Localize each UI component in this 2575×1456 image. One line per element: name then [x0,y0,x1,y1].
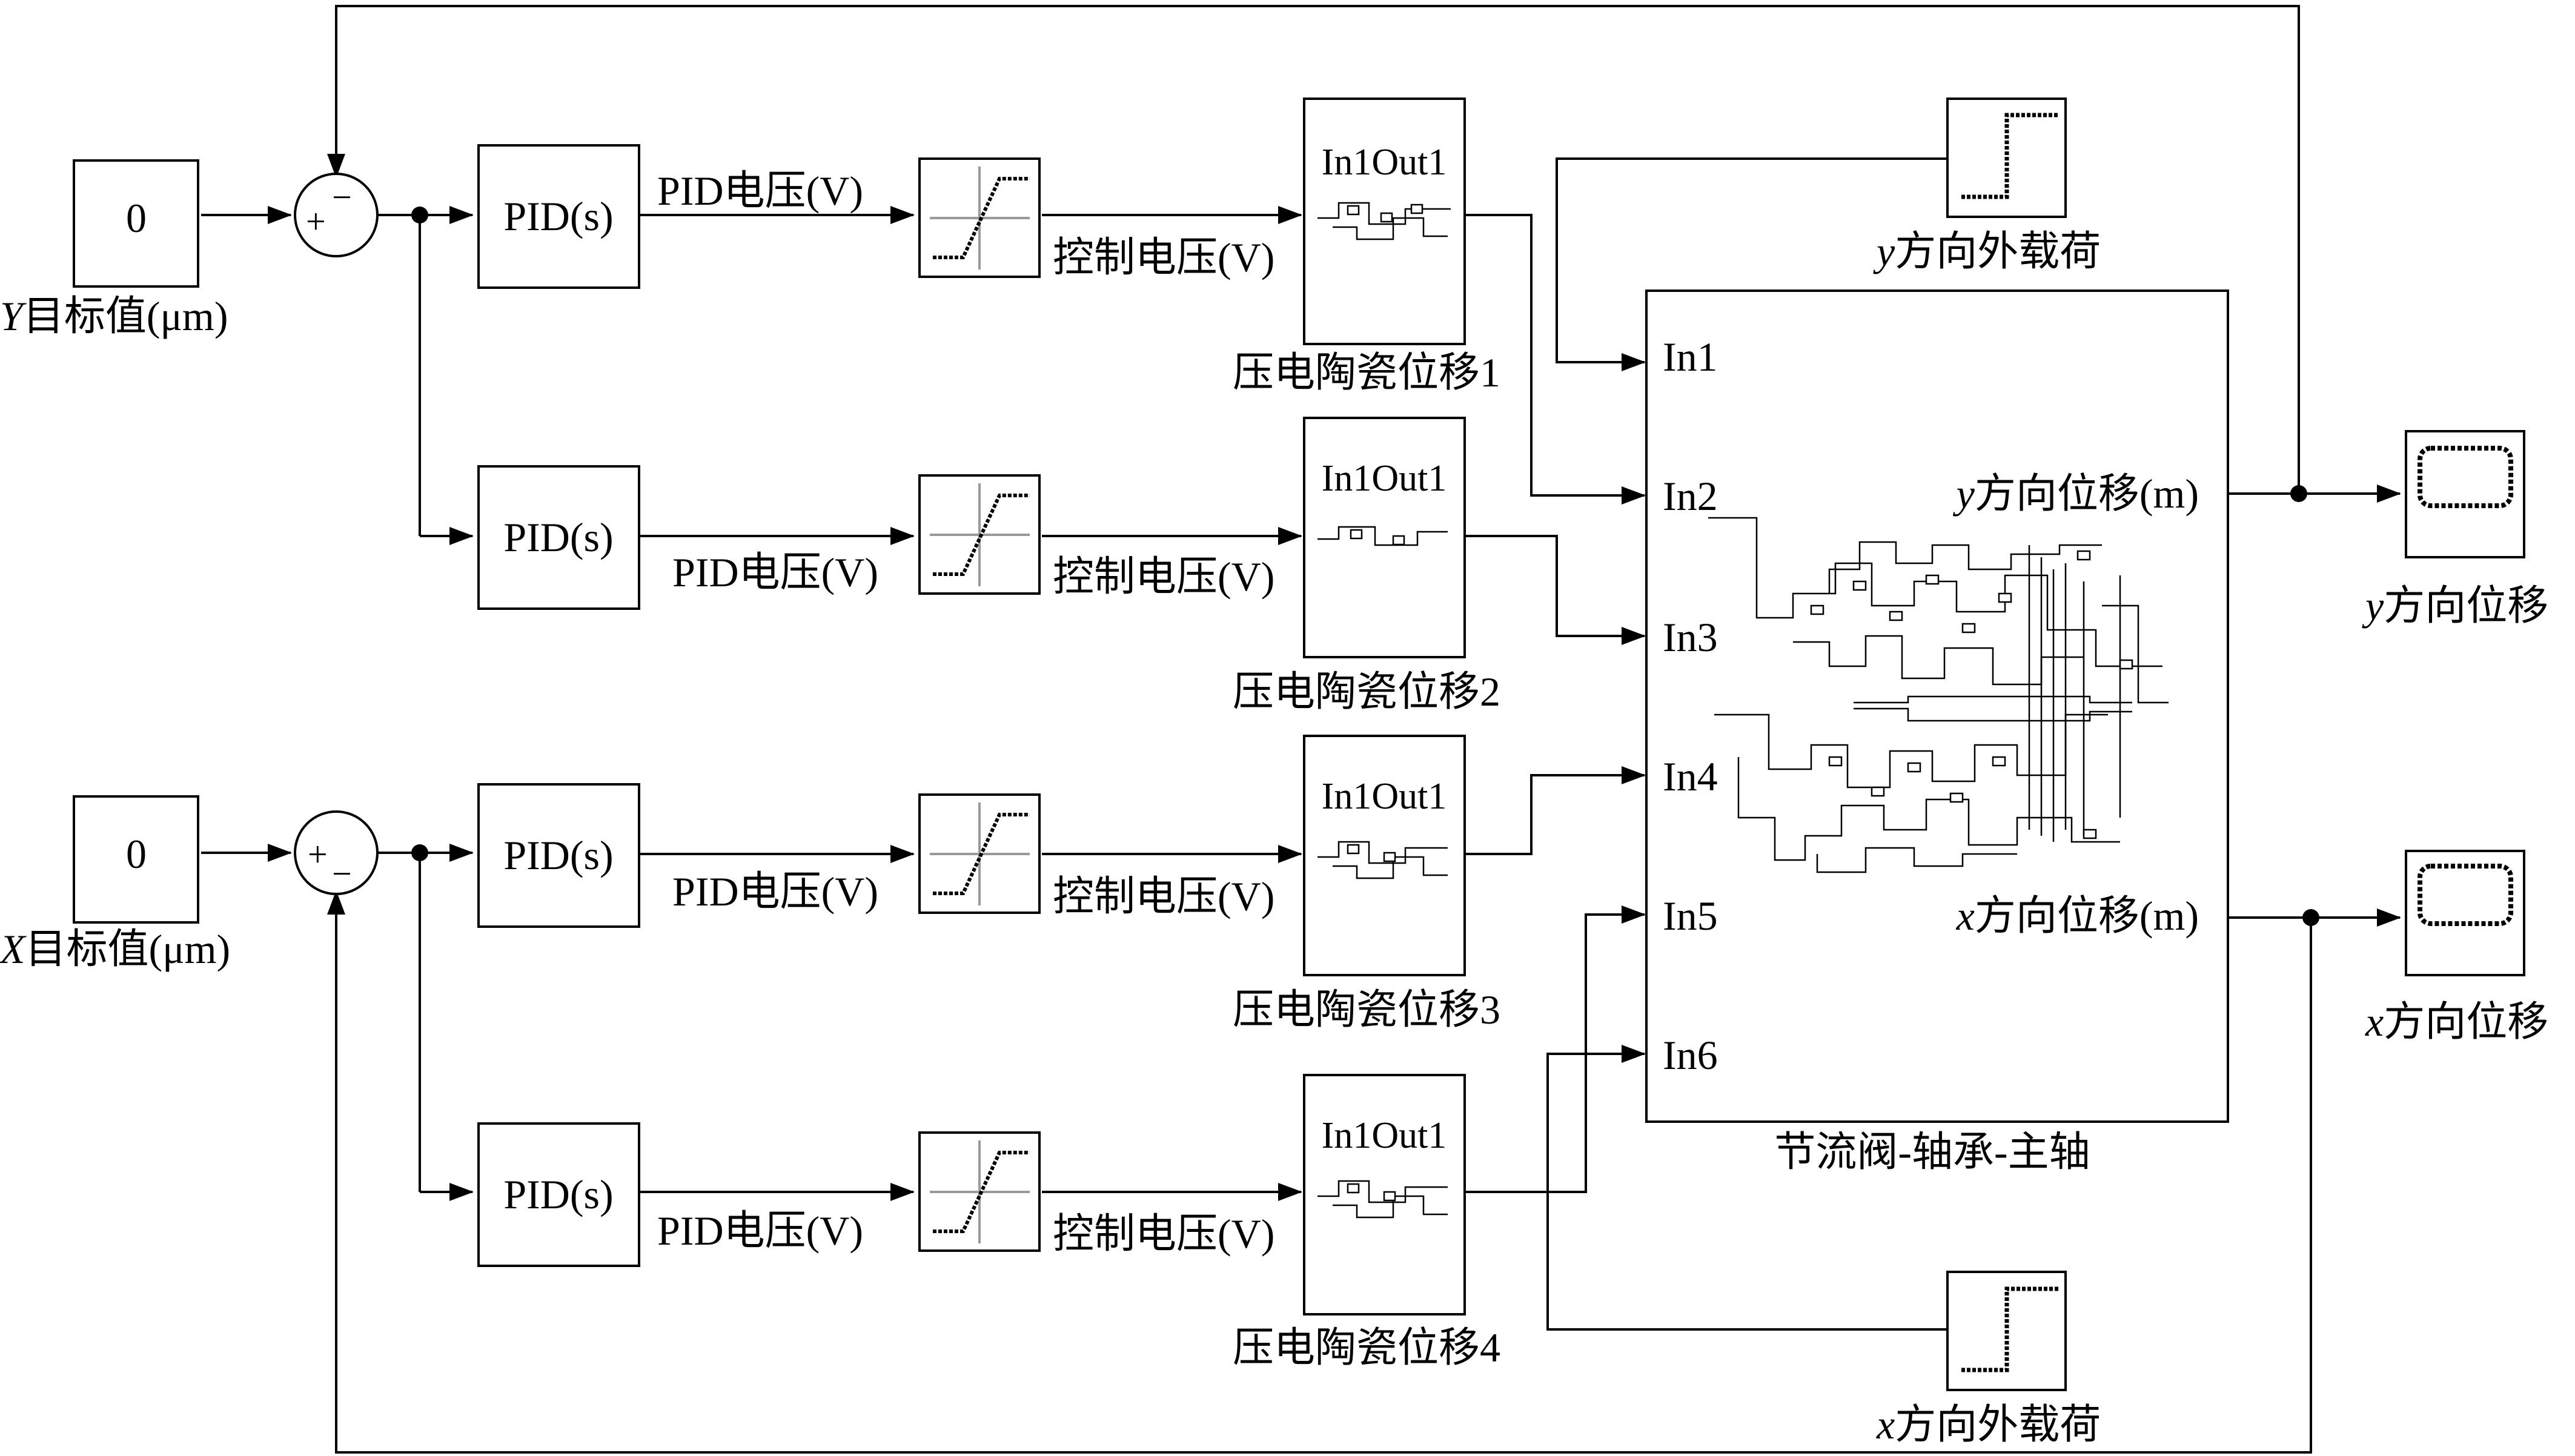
plant-internal-schematic [1708,517,2169,873]
x-target-constant-block[interactable]: 0 [73,795,199,924]
y-scope-label: y方向位移 [2362,583,2548,629]
saturation-block-4[interactable] [918,1131,1041,1252]
plant-y-output-label: y方向位移(m) [1953,471,2199,517]
plant-subsystem-title: 节流阀-轴承-主轴 [1774,1129,2090,1175]
plant-input-2: In2 [1663,473,1718,519]
signal-wires [201,5,2401,1454]
x-target-value: 0 [126,831,147,877]
x-sum-block[interactable]: + − [294,810,379,895]
x-sum-minus-sign: − [332,854,352,893]
piezo-title-1: 压电陶瓷位移1 [1233,349,1500,395]
plant-input-4: In4 [1663,753,1718,799]
x-displacement-scope[interactable] [2405,850,2525,976]
piezo-io-label: In1Out1 [1322,776,1447,817]
x-scope-label: x方向位移 [2365,999,2548,1045]
pid-block-label: PID(s) [503,514,613,560]
piezo-internal-schematic [1317,202,1451,1219]
piezo-subsystem-3[interactable]: In1Out1 [1303,735,1466,976]
control-voltage-label-3: 控制电压(V) [1053,873,1274,919]
control-voltage-label-4: 控制电压(V) [1053,1211,1274,1257]
plant-input-6: In6 [1663,1032,1718,1078]
piezo-io-label: In1Out1 [1322,458,1447,499]
y-sum-minus-sign: − [332,177,352,217]
saturation-block-1[interactable] [918,157,1041,278]
saturation-block-2[interactable] [918,474,1041,595]
pid-voltage-label-1: PID电压(V) [657,168,863,214]
pid-block-label: PID(s) [503,832,613,878]
piezo-title-4: 压电陶瓷位移4 [1233,1325,1500,1371]
piezo-subsystem-2[interactable]: In1Out1 [1303,417,1466,658]
pid-voltage-label-3: PID电压(V) [672,869,878,915]
pid-voltage-label-2: PID电压(V) [672,549,878,595]
pid-block-4[interactable]: PID(s) [477,1122,640,1267]
pid-block-3[interactable]: PID(s) [477,783,640,928]
pid-block-label: PID(s) [503,1171,613,1217]
y-target-label: Y目标值(μm) [0,293,228,339]
y-external-load-label: y方向外载荷 [1873,228,2101,274]
y-sum-plus-sign: + [306,202,326,241]
piezo-title-2: 压电陶瓷位移2 [1233,669,1500,715]
plant-input-5: In5 [1663,893,1718,939]
piezo-title-3: 压电陶瓷位移3 [1233,987,1500,1033]
pid-block-2[interactable]: PID(s) [477,465,640,610]
y-external-load-step-block[interactable] [1946,98,2067,218]
saturation-block-3[interactable] [918,793,1041,914]
control-voltage-label-2: 控制电压(V) [1053,554,1274,600]
piezo-io-label: In1Out1 [1322,142,1447,183]
control-voltage-label-1: 控制电压(V) [1053,234,1274,280]
piezo-io-label: In1Out1 [1322,1115,1447,1156]
y-target-value: 0 [126,195,147,241]
x-target-label: X目标值(μm) [0,926,230,972]
x-external-load-label: x方向外载荷 [1876,1401,2101,1448]
pid-block-1[interactable]: PID(s) [477,144,640,289]
plant-input-3: In3 [1663,614,1718,660]
x-sum-plus-sign: + [308,835,328,874]
pid-block-label: PID(s) [503,193,613,239]
plant-input-1: In1 [1663,334,1718,380]
plant-x-output-label: x方向位移(m) [1956,893,2199,939]
plant-subsystem-block[interactable]: In1 In2 In3 In4 In5 In6 y方向位移(m) x方向位移(m… [1645,290,2229,1123]
y-sum-block[interactable]: + − [294,173,379,257]
pid-voltage-label-4: PID电压(V) [657,1208,863,1254]
x-external-load-step-block[interactable] [1946,1271,2067,1391]
y-target-constant-block[interactable]: 0 [73,159,199,288]
y-displacement-scope[interactable] [2405,430,2525,558]
